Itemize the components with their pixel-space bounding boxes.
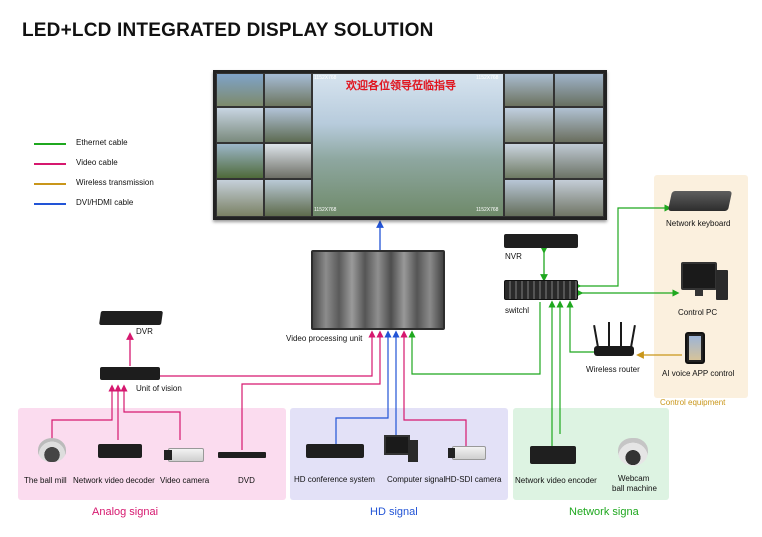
screen-resolution: 1152X768 — [476, 75, 499, 81]
switch-label: switchl — [505, 306, 530, 315]
network-keyboard-device — [667, 191, 733, 211]
screen-tile — [554, 73, 604, 107]
nvr-label: NVR — [505, 252, 522, 261]
screen-tile — [264, 179, 312, 217]
wireless-router-device — [594, 346, 634, 356]
screen-banner: 欢迎各位领导莅临指导 — [346, 80, 456, 92]
screen-tile — [554, 179, 604, 217]
legend-swatch — [34, 143, 66, 145]
network-keyboard-label: Network keyboard — [666, 219, 731, 228]
screen-resolution: 1152X768 — [476, 207, 499, 213]
video-processing-unit-label: Video processing unit — [286, 334, 363, 343]
webcam-label-2: ball machine — [612, 484, 657, 493]
video-camera-icon — [168, 448, 204, 462]
network-video-decoder-device — [98, 444, 142, 458]
screen-tile — [504, 179, 554, 217]
screen-tile — [264, 143, 312, 179]
screen-tile — [264, 107, 312, 143]
screen-tile — [504, 107, 554, 143]
sdi-camera-label: HD-SDI camera — [445, 475, 502, 484]
legend-swatch — [34, 183, 66, 185]
control-pc-stand — [695, 290, 703, 296]
screen-tile — [504, 73, 554, 107]
computer-signal-label: Computer signal — [387, 475, 446, 484]
dvd-label: DVD — [238, 476, 255, 485]
ai-voice-label: AI voice APP control — [662, 369, 735, 378]
screen-resolution: 1152X768 — [314, 75, 337, 81]
control-pc-tower — [716, 270, 728, 300]
webcam-ball-icon — [618, 438, 648, 466]
network-switch — [504, 280, 578, 300]
video-link-sdi — [400, 330, 467, 446]
video-camera-label: Video camera — [160, 476, 210, 485]
analog-zone-label: Analog signai — [92, 506, 159, 518]
sdi-camera-icon — [452, 446, 486, 460]
hd-conference-device — [306, 444, 364, 458]
legend-label: Wireless transmission — [76, 178, 154, 187]
wireless-router-label: Wireless router — [586, 365, 640, 374]
screen-tile — [216, 107, 264, 143]
video-processing-unit — [311, 250, 445, 330]
ethernet-link-keyboard — [574, 204, 672, 290]
router-antenna — [608, 322, 610, 347]
legend-label: DVI/HDMI cable — [76, 198, 134, 207]
screen-resolution: 1152X768 — [314, 207, 337, 213]
diagram-title: LED+LCD INTEGRATED DISPLAY SOLUTION — [22, 20, 434, 41]
network-zone-label: Network signa — [569, 506, 639, 518]
ball-mill-camera-icon — [38, 438, 66, 462]
nvr-device — [504, 234, 578, 248]
unit-of-vision-device — [100, 367, 160, 380]
ai-voice-tablet-screen — [689, 336, 701, 360]
screen-tile — [554, 107, 604, 143]
hdmi-link-conference — [335, 330, 392, 444]
hd-conference-label: HD conference system — [294, 475, 375, 484]
video-link-dvd — [241, 330, 384, 450]
webcam-label: Webcam — [618, 474, 650, 483]
screen-tile — [554, 143, 604, 179]
ethernet-link-router — [566, 300, 610, 353]
ball-mill-label: The ball mill — [24, 476, 67, 485]
video-wall-screen: 欢迎各位领导莅临指导 1152X768 1152X768 1152X768 11… — [213, 70, 607, 220]
control-zone-label: Control equipment — [660, 398, 726, 407]
computer-monitor-icon — [384, 435, 410, 455]
dvd-device — [218, 452, 266, 458]
legend-label: Ethernet cable — [76, 138, 128, 147]
computer-tower-icon — [408, 440, 418, 462]
dvr-label: DVR — [136, 327, 153, 336]
video-link-ball-mill — [51, 384, 116, 440]
dvr-device — [99, 311, 163, 325]
screen-tile — [504, 143, 554, 179]
control-pc-label: Control PC — [678, 308, 718, 317]
control-pc-monitor — [681, 262, 717, 290]
video-link-unit-vision — [160, 330, 376, 377]
unit-of-vision-label: Unit of vision — [136, 384, 182, 393]
router-antenna — [620, 322, 622, 347]
screen-tile — [216, 179, 264, 217]
screen-tile — [264, 73, 312, 107]
network-video-encoder-label: Network video encoder — [515, 476, 597, 485]
ethernet-link-processor — [408, 302, 541, 375]
legend-label: Video cable — [76, 158, 118, 167]
legend-swatch — [34, 163, 66, 165]
legend-swatch — [34, 203, 66, 205]
hd-zone-label: HD signal — [370, 506, 418, 518]
video-link-camera — [120, 384, 181, 440]
sdi-camera-lens — [448, 448, 455, 458]
video-camera-lens — [164, 450, 172, 460]
screen-main-image — [312, 73, 504, 217]
screen-tile — [216, 73, 264, 107]
screen-tile — [216, 143, 264, 179]
network-video-encoder-device — [530, 446, 576, 464]
network-video-decoder-label: Network video decoder — [73, 476, 155, 485]
